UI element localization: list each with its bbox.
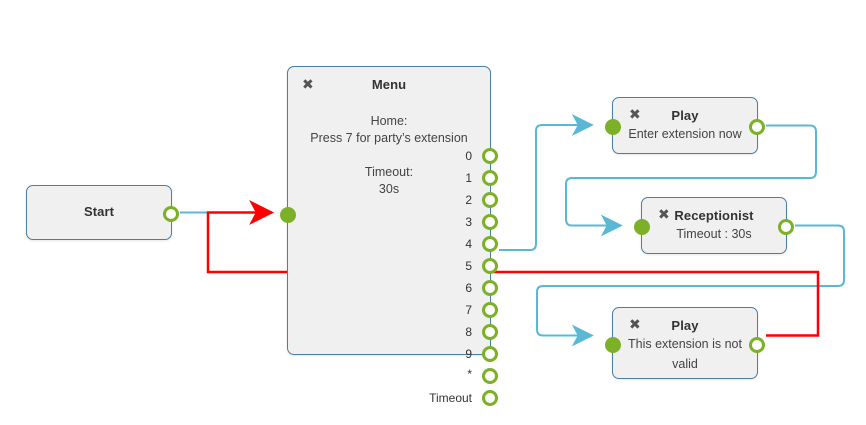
port-label-timeout: Timeout	[429, 391, 472, 405]
node-menu-line-timeout-label: Timeout:	[364, 165, 414, 179]
close-icon[interactable]: ✖	[629, 107, 641, 123]
node-play1-title: Play	[671, 108, 699, 123]
node-start-title: Start	[83, 204, 115, 219]
port-label-4: 4	[465, 237, 472, 251]
node-play2-input-port[interactable]	[605, 336, 621, 353]
node-menu[interactable]: ✖ Menu Home: Press 7 for party’s extensi…	[280, 66, 498, 406]
node-menu-output-port-6[interactable]	[482, 280, 498, 296]
node-menu-output-port-3[interactable]	[482, 214, 498, 230]
node-receptionist[interactable]: ✖ Receptionist Timeout : 30s	[634, 197, 794, 254]
node-menu-output-port-8[interactable]	[482, 324, 498, 340]
node-menu-output-port-star[interactable]	[482, 368, 498, 384]
node-menu-title: Menu	[371, 77, 407, 92]
node-start-output-port[interactable]	[163, 205, 179, 222]
node-menu-output-port-5[interactable]	[482, 258, 498, 274]
port-label-1: 1	[465, 171, 472, 185]
port-label-9: 9	[465, 347, 472, 361]
node-menu-line-prompt: Press 7 for party’s extension	[310, 131, 468, 145]
node-receptionist-output-port[interactable]	[778, 218, 794, 235]
port-label-3: 3	[465, 215, 472, 229]
node-menu-output-port-7[interactable]	[482, 302, 498, 318]
port-label-star: *	[467, 367, 472, 381]
node-play1-input-port[interactable]	[605, 118, 621, 135]
port-label-2: 2	[465, 193, 472, 207]
node-menu-output-port-0[interactable]	[482, 148, 498, 164]
node-play1-subtitle: Enter extension now	[628, 127, 742, 141]
node-play2-subtitle-line2: valid	[672, 357, 698, 371]
node-play-enter-extension[interactable]: ✖ Play Enter extension now	[605, 97, 765, 154]
node-play2-title: Play	[671, 318, 699, 333]
node-menu-output-port-9[interactable]	[482, 346, 498, 362]
node-menu-line-home: Home:	[370, 114, 408, 128]
port-label-5: 5	[465, 259, 472, 273]
node-receptionist-title: Receptionist	[674, 208, 754, 223]
node-play-invalid-extension[interactable]: ✖ Play This extension is not valid	[605, 307, 765, 379]
close-icon[interactable]: ✖	[629, 317, 641, 333]
wire-menu7-to-play1	[499, 114, 594, 251]
node-receptionist-subtitle: Timeout : 30s	[676, 227, 752, 241]
node-menu-line-timeout-value: 30s	[378, 182, 400, 196]
node-receptionist-input-port[interactable]	[634, 218, 650, 235]
close-icon[interactable]: ✖	[658, 207, 670, 223]
node-menu-body: Home: Press 7 for party’s extension Time…	[288, 113, 490, 198]
port-label-0: 0	[465, 149, 472, 163]
node-play2-subtitle-line1: This extension is not	[628, 337, 742, 351]
node-play1-output-port[interactable]	[749, 118, 765, 135]
node-menu-output-port-1[interactable]	[482, 170, 498, 186]
close-icon[interactable]: ✖	[302, 77, 314, 93]
node-menu-output-port-4[interactable]	[482, 236, 498, 252]
port-label-6: 6	[465, 281, 472, 295]
node-menu-input-port[interactable]	[280, 207, 296, 223]
port-label-8: 8	[465, 325, 472, 339]
port-label-7: 7	[465, 303, 472, 317]
node-play2-output-port[interactable]	[749, 336, 765, 353]
node-start[interactable]: Start	[26, 185, 179, 240]
node-menu-output-port-timeout[interactable]	[482, 390, 498, 406]
node-menu-output-port-2[interactable]	[482, 192, 498, 208]
